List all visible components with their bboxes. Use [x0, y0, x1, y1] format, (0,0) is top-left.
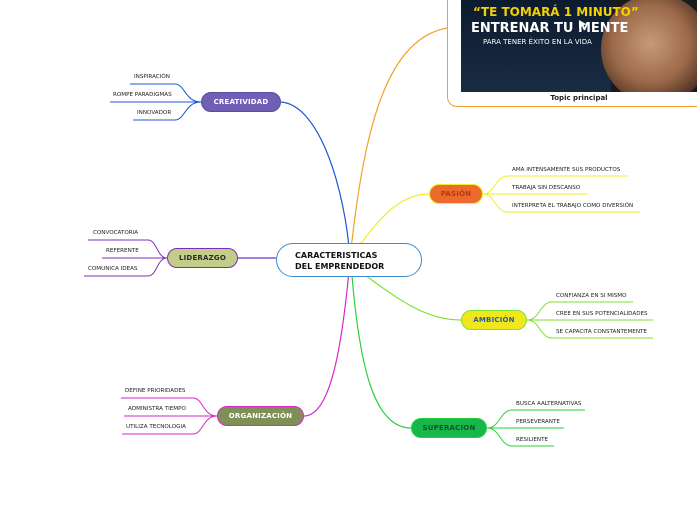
leaf-busca-alternativas[interactable]: BUSCA AALTERNATIVAS [516, 401, 582, 407]
leaf-administra-tiempo[interactable]: ADMINISTRA TIEMPO [128, 406, 186, 412]
video-thumbnail[interactable]: “TE TOMARÁ 1 MINUTO” ENTRENAR TU MENTE P… [461, 0, 697, 92]
leaf-connector [130, 83, 202, 103]
leaf-inspiracion[interactable]: INSPIRACIÓN [134, 74, 170, 80]
leaf-innovador[interactable]: INNOVADOR [137, 110, 172, 116]
leaf-connector [526, 319, 653, 339]
node-liderazgo[interactable]: LIDERAZGO [167, 248, 238, 268]
leaf-cree-potencialidades[interactable]: CREE EN SUS POTENCIALIDADES [556, 311, 648, 317]
leaf-connector [486, 427, 554, 447]
node-ambicion[interactable]: AMBICIÓN [461, 310, 527, 330]
video-title-line2: ENTRENAR TU MENTE [471, 21, 629, 36]
leaf-connector [133, 101, 202, 121]
leaf-ama-productos[interactable]: AMA INTENSAMENTE SUS PRODUCTOS [512, 167, 621, 173]
node-superacion[interactable]: SUPERACION [411, 418, 487, 438]
topic-label: Topic principal [550, 94, 608, 102]
leaf-connector [482, 175, 628, 195]
node-organizacion[interactable]: ORGANIZACIÓN [217, 406, 304, 426]
leaf-connector [486, 409, 585, 429]
leaf-perseverante[interactable]: PERSEVERANTE [516, 419, 560, 425]
leaf-connector [88, 239, 168, 259]
leaf-connector [526, 301, 633, 321]
speaker-image [601, 0, 697, 92]
connector-topic [349, 27, 448, 259]
play-icon[interactable] [572, 17, 592, 31]
connector-ambicion [364, 274, 462, 321]
central-node[interactable]: CARACTERISTICAS DEL EMPRENDEDOR [276, 243, 422, 277]
leaf-rompe-paradigmas[interactable]: ROMPE PARADIGMAS [113, 92, 172, 98]
connector-superacion [351, 275, 412, 429]
connector-organizacion [303, 259, 351, 417]
leaf-interpreta-trabajo[interactable]: INTERPRETA EL TRABAJO COMO DIVERSIÓN [512, 203, 634, 209]
video-text-panel [461, 0, 611, 92]
leaf-utiliza-tecnologia[interactable]: UTILIZA TECNOLOGIA [126, 424, 186, 430]
leaf-connector [122, 415, 218, 435]
leaf-referente[interactable]: REFERENTE [106, 248, 139, 254]
video-title-line1: “TE TOMARÁ 1 MINUTO” [473, 5, 639, 19]
connector-pasion [359, 193, 430, 246]
leaf-se-capacita[interactable]: SE CAPACITA CONSTANTEMENTE [556, 329, 647, 335]
central-title-line1: CARACTERISTICAS [295, 251, 378, 260]
leaf-connector [482, 193, 640, 213]
leaf-connector [121, 397, 218, 417]
leaf-define-prioridades[interactable]: DEFINE PRIORIDADES [125, 388, 186, 394]
leaf-convocatoria[interactable]: CONVOCATORIA [93, 230, 139, 236]
connector-creatividad [280, 101, 351, 259]
node-pasion[interactable]: PASIÓN [429, 184, 483, 204]
node-creatividad[interactable]: CREATIVIDAD [201, 92, 281, 112]
central-title-line2: DEL EMPRENDEDOR [295, 262, 385, 271]
leaf-connector [84, 257, 168, 277]
leaf-resiliente[interactable]: RESILIENTE [516, 437, 549, 443]
video-title-line3: PARA TENER ÉXITO EN LA VIDA [483, 38, 592, 46]
leaf-comunica-ideas[interactable]: COMUNICA IDEAS [88, 266, 138, 272]
leaf-confianza[interactable]: CONFIANZA EN SI MISMO [556, 293, 627, 299]
leaf-trabaja-sin-descanso[interactable]: TRABAJA SIN DESCANSO [512, 185, 581, 191]
